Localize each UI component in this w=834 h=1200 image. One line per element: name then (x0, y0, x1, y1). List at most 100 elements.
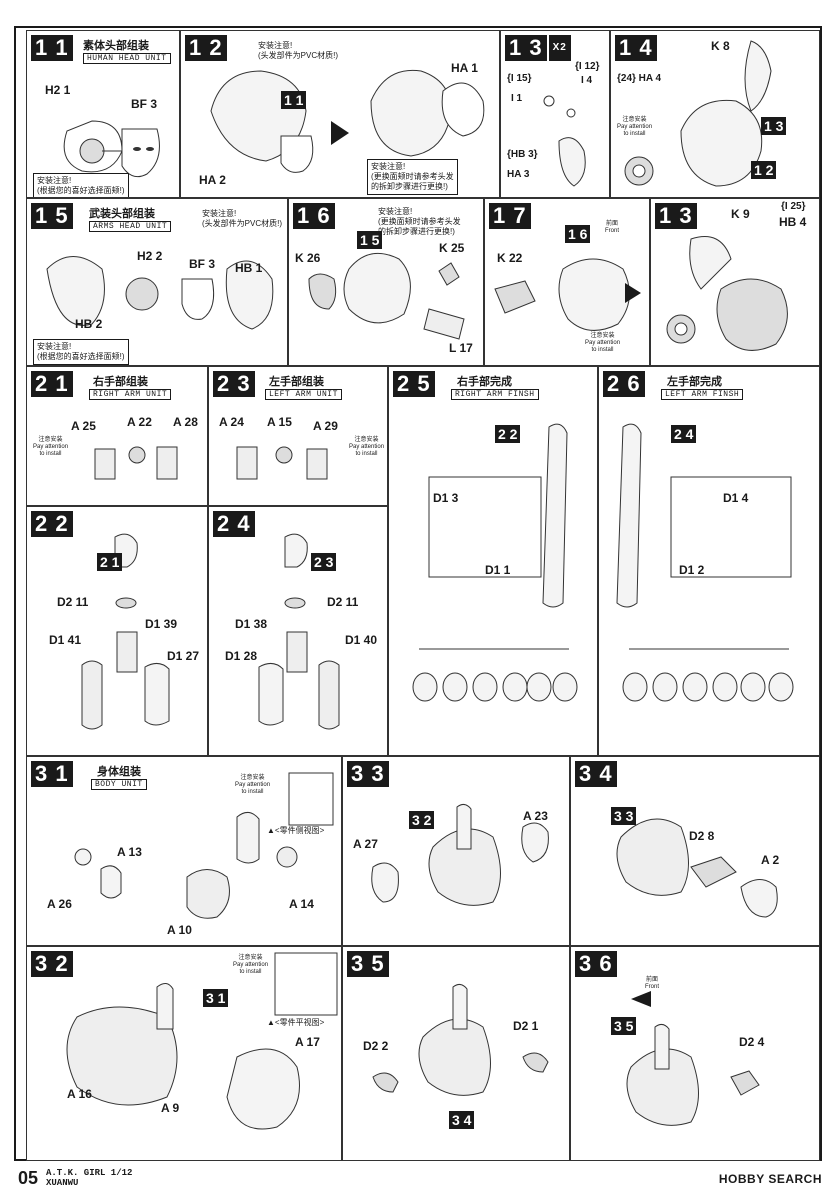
torso-arms-illustration (371, 803, 549, 906)
panel-step-1-2: 1 2 安装注意! (头发部件为PVC材质!) 1 1 HA 1 HA 2 安装… (180, 30, 500, 198)
ref-step: 2 4 (671, 425, 697, 443)
panel-step-1-1: 1 1 素体头部组装 HUMAN HEAD UNIT H2 1 BF 3 安装注… (26, 30, 180, 198)
panel-step-3-6: 3 6 前面 Front 3 5 D2 4 (570, 946, 820, 1161)
part-label: I 1 (511, 93, 523, 104)
ref-step: 1 2 (751, 161, 777, 179)
part-label: A 2 (761, 853, 780, 867)
step-title-en: BODY UNIT (91, 779, 147, 790)
step-title-cn: 左手部组装 (269, 376, 324, 388)
top-view-caption: ▲<零件平视图> (267, 1018, 325, 1027)
part-label: A 27 (353, 837, 378, 851)
panel-step-1-7: 1 7 1 6 前面 Front K 22 注意安装 Pay attention… (484, 198, 650, 366)
left-hand-joint-illustration (236, 446, 328, 480)
part-label: A 23 (523, 809, 548, 823)
panel-step-2-1: 2 1 右手部组装 RIGHT ARM UNIT A 25 A 22 A 28 … (26, 366, 208, 506)
attention-note: 注意安装 Pay attention to install (33, 437, 69, 457)
part-label: HB 1 (235, 261, 263, 275)
part-label: {HB 3} (507, 149, 538, 160)
step-title-en: HUMAN HEAD UNIT (83, 53, 171, 64)
ref-step: 3 3 (611, 807, 637, 825)
product-line-1: A.T.K. GIRL 1/12 (46, 1168, 133, 1178)
part-label: BF 3 (131, 97, 158, 111)
step-badge: 3 5 (347, 951, 389, 983)
front-indicator: 前面 Front (605, 221, 620, 234)
ref-step: 1 3 (761, 117, 787, 135)
upper-arm-illustration (81, 533, 170, 730)
helmet-illustration (494, 258, 641, 331)
panel-step-2-4: 2 4 2 3 D2 11 D1 38 D1 40 D1 28 (208, 506, 388, 756)
torso-shell-illustration (66, 952, 338, 1130)
step-badge: 1 2 (185, 35, 227, 67)
small-parts-illustration (543, 95, 586, 187)
part-label: H2 2 (137, 249, 163, 263)
part-label: D2 2 (363, 1039, 389, 1053)
panel-step-3-3: 3 3 3 2 A 27 A 23 (342, 756, 570, 946)
part-label: D1 27 (167, 649, 200, 663)
attention-note: 注意安装 Pay attention to install (235, 775, 271, 795)
panel-step-2-6: 2 6 左手部完成 LEFT ARM FINSH 2 4 D1 4 D1 2 (598, 366, 820, 756)
part-label: K 26 (295, 251, 321, 265)
page-number: 05 (18, 1168, 39, 1188)
ref-step: 1 1 (281, 91, 307, 109)
step-badge: 2 5 (393, 371, 435, 403)
panel-step-1-6: 1 6 安装注意! (更换面颊时请参考头发 的拆卸步骤进行更换!) 1 5 K … (288, 198, 484, 366)
ref-step: 3 2 (409, 811, 435, 829)
arms-head-illustration (46, 256, 274, 330)
panel-step-2-5: 2 5 右手部完成 RIGHT ARM FINSH 2 2 D1 3 D1 1 (388, 366, 598, 756)
right-hand-joint-illustration (94, 446, 178, 480)
head-parts-illustration (63, 120, 160, 178)
assembly-note: 安装注意! (头发部件为PVC材质!) (199, 207, 285, 231)
step-badge: 3 3 (347, 761, 389, 793)
part-label: A 26 (47, 897, 72, 911)
step-title-cn: 右手部组装 (93, 376, 148, 388)
step-badge: 2 4 (213, 511, 255, 543)
step-badge: 3 6 (575, 951, 617, 983)
body-unit-illustration (74, 772, 334, 919)
step-badge: 3 1 (31, 761, 73, 793)
part-label: HA 2 (199, 173, 226, 187)
part-label: A 17 (295, 1035, 320, 1049)
assembly-note: 安装注意! (更换面颊时请参考头发 的拆卸步骤进行更换!) (367, 159, 458, 195)
torso-shoulder-illustration (372, 983, 549, 1096)
step-title-en: LEFT ARM UNIT (265, 389, 342, 400)
step-badge: 2 6 (603, 371, 645, 403)
ref-step: 3 4 (449, 1111, 475, 1129)
step-title-cn: 左手部完成 (667, 376, 722, 388)
torso-back-illustration (626, 991, 760, 1126)
arms-head-parts-illustration (308, 252, 465, 340)
panel-step-3-1: 3 1 身体组装 BODY UNIT 注意安装 Pay attention to… (26, 756, 342, 946)
step-title-cn: 身体组装 (97, 766, 141, 778)
part-label: A 22 (127, 415, 152, 429)
step-title-en: ARMS HEAD UNIT (89, 221, 172, 232)
part-label: D1 4 (723, 491, 749, 505)
torso-hips-illustration (616, 818, 778, 918)
part-label: D1 1 (485, 563, 511, 577)
step-title-cn: 右手部完成 (457, 376, 512, 388)
assembly-note: 安装注意! (根据您的喜好选择面颊!) (33, 339, 129, 365)
part-label: {I 25} (781, 201, 806, 212)
panel-step-1-8: 1 3 K 9 {I 25} HB 4 (650, 198, 820, 366)
part-label: I 4 (581, 75, 593, 86)
assembly-note: 安装注意! (更换面颊时请参考头发 的拆卸步骤进行更换!) (375, 205, 464, 239)
front-indicator: 前面 Front (645, 977, 660, 990)
part-label: BF 3 (189, 257, 216, 271)
attention-note: 注意安装 Pay attention to install (349, 437, 385, 457)
product-title: A.T.K. GIRL 1/12 XUANWU (46, 1168, 132, 1188)
part-label: A 25 (71, 419, 96, 433)
step-badge: 1 7 (489, 203, 531, 235)
attention-note: 注意安装 Pay attention to install (617, 117, 653, 137)
part-label: D2 11 (57, 595, 89, 609)
step-title-en: LEFT ARM FINSH (661, 389, 744, 400)
part-label: L 17 (449, 341, 473, 355)
part-label: A 28 (173, 415, 198, 429)
step-title-en: RIGHT ARM FINSH (451, 389, 539, 400)
side-view-caption: ▲<零件侧视图> (267, 826, 325, 835)
step-badge: 1 3 (655, 203, 697, 235)
panel-step-1-4: 1 4 K 8 {24} HA 4 1 3 1 2 注意安装 Pay atten… (610, 30, 820, 198)
assembly-note: 安装注意! (头发部件为PVC材质!) (255, 39, 341, 63)
part-label: D2 1 (513, 1019, 539, 1033)
panel-step-3-4: 3 4 3 3 D2 8 A 2 (570, 756, 820, 946)
step-badge: 1 4 (615, 35, 657, 67)
step-title-en: RIGHT ARM UNIT (89, 389, 172, 400)
part-label: A 13 (117, 845, 142, 859)
